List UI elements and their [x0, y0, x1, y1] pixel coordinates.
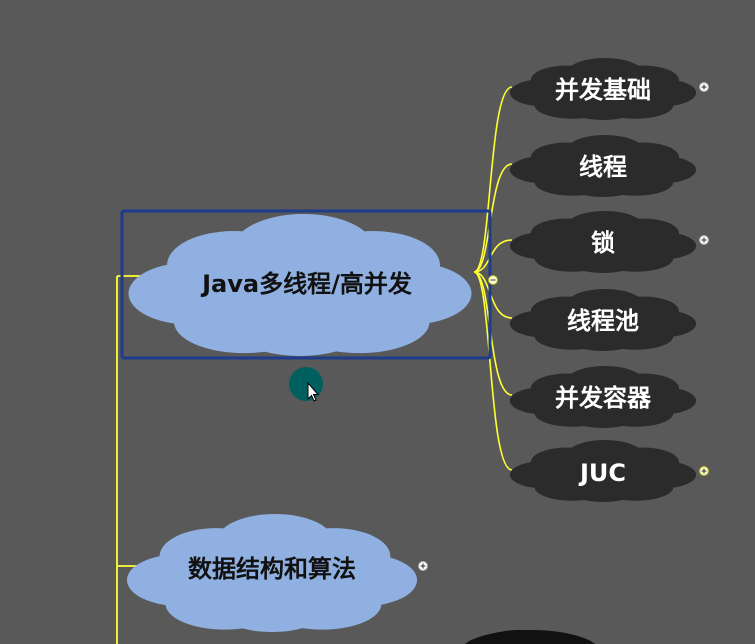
expand-icon[interactable]	[699, 235, 709, 245]
child-node-concurrency-basics[interactable]: 并发基础	[509, 58, 697, 120]
selection-border	[120, 209, 492, 360]
node-label: 线程	[579, 153, 627, 181]
child-node-lock[interactable]: 锁	[509, 211, 697, 273]
node-label: Java多线程/高并发	[200, 270, 412, 298]
child-node-concurrent-containers[interactable]: 并发容器	[509, 366, 697, 428]
connector-line	[473, 271, 513, 471]
child-node-juc[interactable]: JUC	[509, 440, 697, 502]
child-nodes: 并发基础 线程 锁 线程池 并发容器 JUC	[509, 58, 697, 502]
child-node-thread-pool[interactable]: 线程池	[509, 289, 697, 351]
node-label: 线程池	[567, 307, 639, 335]
connector-line	[473, 163, 513, 273]
expand-icon[interactable]	[699, 82, 709, 92]
cursor-halo	[289, 367, 323, 401]
expand-icon[interactable]	[418, 561, 428, 571]
node-java-concurrency[interactable]: Java多线程/高并发	[120, 209, 492, 360]
node-label: 数据结构和算法	[188, 555, 356, 583]
offscreen-node[interactable]	[460, 630, 600, 644]
node-label: 并发基础	[555, 76, 651, 104]
connector-line	[473, 86, 513, 273]
node-data-structures[interactable]: 数据结构和算法	[126, 514, 418, 632]
pointer-icon	[307, 381, 320, 402]
expand-icon[interactable]	[699, 466, 709, 476]
node-label: JUC	[578, 459, 626, 487]
child-node-thread[interactable]: 线程	[509, 135, 697, 197]
node-label: 并发容器	[555, 384, 652, 412]
connector-line	[473, 271, 513, 396]
node-label: 锁	[591, 229, 615, 257]
mouse-cursor	[289, 367, 323, 402]
collapse-icon[interactable]	[488, 275, 498, 285]
